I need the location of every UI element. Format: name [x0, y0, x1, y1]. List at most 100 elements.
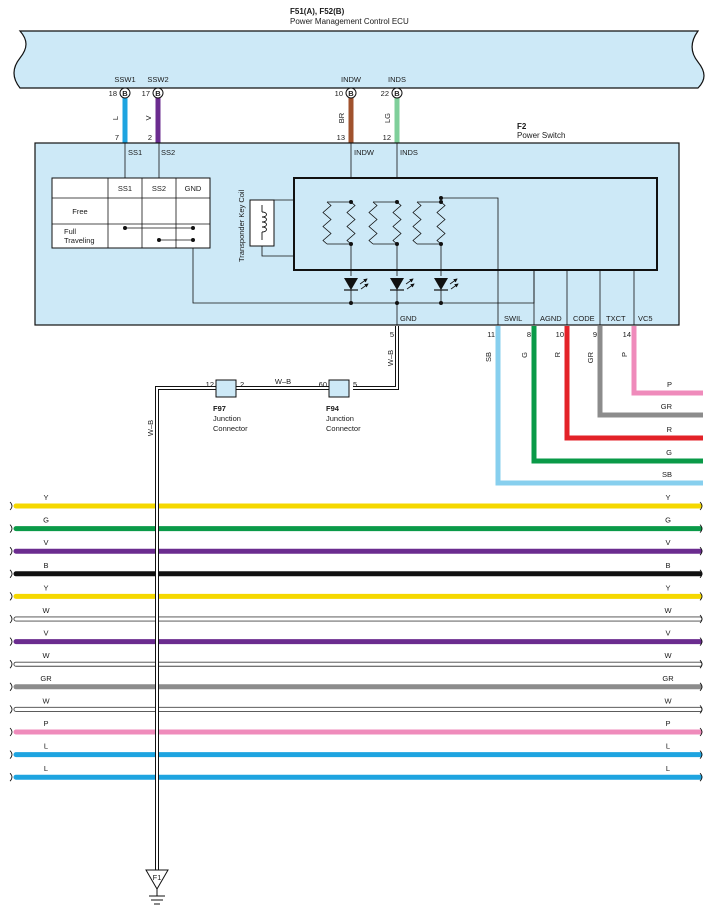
junction-code: F94: [326, 404, 340, 413]
bus-wire-label-left: L: [44, 742, 48, 751]
ecu-pin-number: 17: [142, 89, 150, 98]
resistor-symbol: [368, 201, 378, 245]
ground-connector-icon: [145, 869, 169, 890]
junction-pin-right: 5: [353, 380, 357, 389]
junction-dot: [395, 200, 399, 204]
ecu-pin-label: SSW2: [147, 75, 168, 84]
bus-wire-label-right: W: [664, 606, 672, 615]
switch-pin-number: 11: [487, 330, 495, 339]
wire-break-mark: [699, 772, 703, 782]
junction-code: F97: [213, 404, 226, 413]
wire-break-mark: [9, 659, 13, 669]
switch-pin-number: 10: [556, 330, 564, 339]
bus-wire-label-right: B: [665, 561, 670, 570]
ecu-pin-label: INDW: [341, 75, 362, 84]
signal-wire: [564, 326, 703, 441]
wire-break-mark: [699, 750, 703, 759]
connector-badge-letter: B: [122, 89, 128, 98]
gnd-wire-seg: [155, 386, 216, 870]
wire-break-mark: [9, 524, 13, 533]
switch-pin-label: AGND: [540, 314, 562, 323]
table-row-traveling: Traveling: [64, 236, 95, 245]
wire-break-mark: [699, 637, 703, 646]
gnd-wire-label: W–B: [275, 377, 291, 386]
switch-pin-number: 13: [337, 133, 345, 142]
switch-pin-label: TXCT: [606, 314, 626, 323]
junction-pin-right: 2: [240, 380, 244, 389]
connector-badge: [345, 87, 357, 99]
resistor-symbol: [412, 201, 422, 245]
switch-name: Power Switch: [517, 131, 565, 140]
wire-break-mark: [699, 659, 703, 669]
bus-wire-label-left: B: [43, 561, 48, 570]
switch-pin-number: 14: [623, 330, 631, 339]
switch-table: SS1 SS2 GND Free Full Traveling: [51, 177, 211, 249]
wire-break-mark: [699, 569, 703, 579]
switch-pin-label: VC5: [638, 314, 653, 323]
wire-color-code: G: [520, 352, 529, 358]
ecu-pin-number: 18: [109, 89, 117, 98]
junction-dot: [349, 301, 353, 305]
junction-name: Connector: [326, 424, 361, 433]
switch-pin-label: SWIL: [504, 314, 522, 323]
wire-color-code: BR: [337, 112, 346, 123]
wire-color-code: R: [553, 351, 562, 357]
table-row-free: Free: [72, 207, 87, 216]
wire-break-mark: [699, 592, 703, 601]
table-header-ss1: SS1: [118, 184, 132, 193]
indicator-leds: [344, 278, 459, 325]
wire-color-code: V: [144, 115, 153, 120]
junction-pin-left: 60: [319, 380, 327, 389]
bus-wire-label-right: V: [665, 538, 670, 547]
wire-break-mark: [9, 546, 13, 556]
wire-break-mark: [699, 501, 703, 511]
wire-break-mark: [9, 682, 13, 692]
led-icon: [344, 278, 358, 290]
junction-dot: [439, 196, 443, 200]
gnd-wire-label: W–B: [146, 420, 155, 436]
gnd-wire-seg-core: [156, 387, 216, 870]
wire-break-mark: [9, 705, 13, 714]
wire-break-mark: [9, 750, 13, 759]
wire-end-label: G: [666, 448, 672, 457]
wire-break-mark: [9, 501, 13, 511]
bus-wire-label-right: Y: [665, 493, 670, 502]
wire-break-mark: [9, 569, 13, 579]
switch-terminal-label: SS2: [161, 148, 175, 157]
table-row-full: Full: [64, 227, 76, 236]
wire-break-mark: [699, 727, 703, 737]
resistor-networks: [322, 196, 635, 325]
bus-wire-label-left: V: [43, 538, 48, 547]
switch-pin-number: 5: [390, 330, 394, 339]
wire-color-code: P: [620, 352, 629, 357]
bus-wire-label-right: L: [666, 742, 670, 751]
switch-code: F2: [517, 122, 527, 131]
wire-end-label: SB: [662, 470, 672, 479]
led-ray: [450, 283, 459, 290]
switch-terminal-label: INDW: [354, 148, 375, 157]
bus-wire-label-left: L: [44, 764, 48, 773]
resistor-symbol: [322, 201, 332, 245]
switch-pin-label: GND: [400, 314, 417, 323]
bus-wire-label-right: P: [665, 719, 670, 728]
bus-wire-label-left: GR: [40, 674, 52, 683]
swil-internal-wire: [441, 197, 499, 325]
bus-wire-label-right: V: [665, 629, 670, 638]
bus-wire-label-right: G: [665, 516, 671, 525]
bus-wire-label-right: W: [664, 696, 672, 705]
connector-badge: [152, 87, 164, 99]
connector-badge-letter: B: [394, 89, 400, 98]
wire-break-mark: [699, 546, 703, 556]
ecu-name: Power Management Control ECU: [290, 17, 409, 26]
connector-badge-letter: B: [348, 89, 354, 98]
ecu-pin-label: INDS: [388, 75, 406, 84]
signal-wire: [631, 326, 703, 396]
wire-break-mark: [9, 614, 13, 624]
bus-wire-label-left: Y: [43, 493, 48, 502]
ecu-code: F51(A), F52(B): [290, 7, 345, 16]
wire-break-mark: [9, 592, 13, 601]
